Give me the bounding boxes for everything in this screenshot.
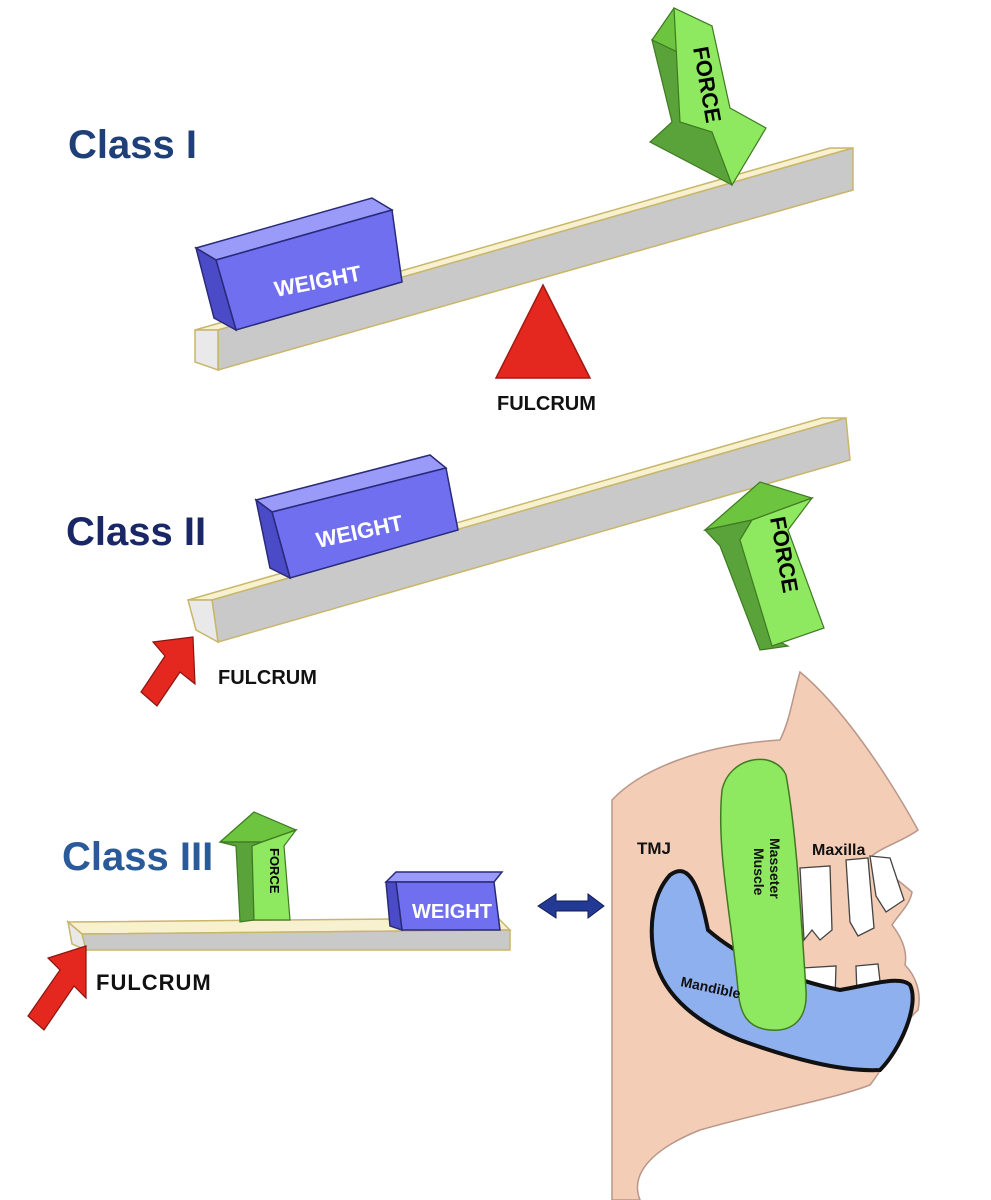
class-3-title: Class III — [62, 835, 213, 879]
force-arrow-icon: FORCE — [648, 7, 767, 187]
tmj-label: TMJ — [637, 839, 671, 858]
class-1-weight-box: WEIGHT — [194, 197, 403, 332]
fulcrum-arrow-icon — [27, 945, 87, 1031]
fulcrum-arrow-icon — [140, 636, 196, 707]
class-3-weight-label: WEIGHT — [412, 901, 492, 923]
muscle-label-line-1: Masseter — [767, 838, 783, 899]
muscle-label-line-2: Muscle — [751, 848, 767, 896]
force-arrow-icon: FORCE — [702, 481, 825, 651]
double-arrow-icon — [537, 893, 605, 919]
class-3-force-label: FORCE — [267, 848, 282, 894]
mandible-bone — [649, 869, 915, 1073]
fulcrum-triangle-icon — [494, 283, 592, 379]
class-3-fulcrum-label: FULCRUM — [96, 970, 212, 995]
class-3-lever: Class III WEIGHT FORCE FULCRUM — [27, 811, 605, 1031]
class-2-weight-box: WEIGHT — [254, 454, 459, 580]
class-3-weight-box: WEIGHT — [384, 871, 504, 932]
class-2-title: Class II — [66, 510, 206, 554]
class-1-lever: Class I WEIGHT FULCRUM FORCE — [68, 7, 854, 415]
class-1-title: Class I — [68, 123, 197, 167]
class-1-fulcrum-label: FULCRUM — [497, 393, 596, 415]
maxilla-label: Maxilla — [812, 842, 865, 859]
jaw-anatomy-illustration: TMJ Maxilla Mandible Masseter Muscle — [611, 670, 920, 1200]
upper-teeth — [799, 855, 905, 942]
class-2-fulcrum-label: FULCRUM — [218, 667, 317, 689]
force-arrow-icon: FORCE — [218, 811, 298, 923]
class-2-lever: Class II WEIGHT FULCRUM FORCE — [66, 417, 851, 707]
masseter-muscle — [719, 758, 807, 1031]
